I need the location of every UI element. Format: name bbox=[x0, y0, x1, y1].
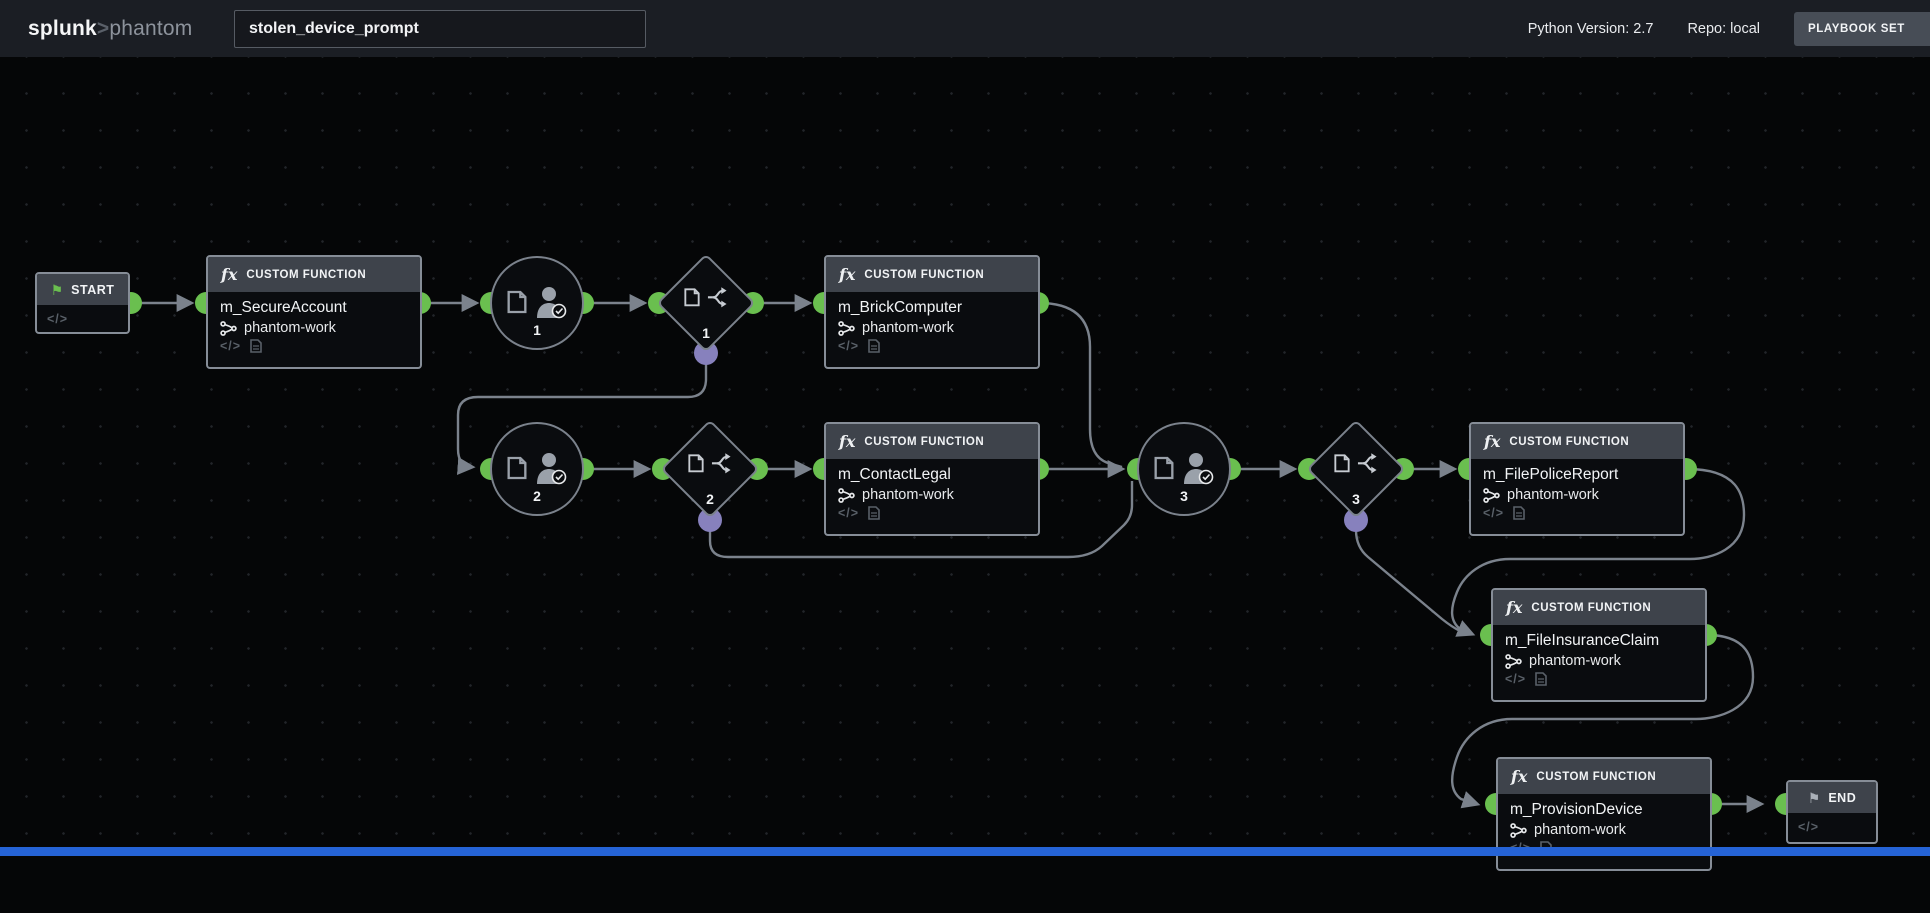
branch-split-icon bbox=[1356, 453, 1379, 474]
custom-function-header: CUSTOM FUNCTION bbox=[1536, 771, 1656, 783]
prompt-node-1[interactable]: 1 bbox=[490, 256, 584, 350]
playbook-canvas[interactable]: ⚑ START </> fx CUSTOM FUNCTION m_SecureA… bbox=[0, 57, 1930, 848]
fx-icon: fx bbox=[1511, 767, 1527, 786]
code-icon: </> bbox=[220, 339, 241, 353]
branch-split-icon bbox=[710, 453, 733, 474]
custom-function-header: CUSTOM FUNCTION bbox=[246, 269, 366, 281]
document-icon bbox=[507, 456, 527, 480]
decision-node-3[interactable]: 3 bbox=[1307, 420, 1406, 519]
repo-icon bbox=[838, 321, 855, 336]
playbook-settings-button[interactable]: PLAYBOOK SET bbox=[1794, 12, 1930, 46]
repo-icon bbox=[220, 321, 237, 336]
top-toolbar: splunk>phantom Python Version: 2.7 Repo:… bbox=[0, 0, 1930, 57]
end-node[interactable]: ⚑ END </> bbox=[1786, 780, 1878, 844]
document-icon bbox=[1154, 456, 1174, 480]
prompt-number: 3 bbox=[1139, 488, 1229, 504]
repo-name: phantom-work bbox=[1529, 653, 1621, 669]
end-flag-icon: ⚑ bbox=[1808, 791, 1821, 805]
bottom-accent-strip bbox=[0, 847, 1930, 856]
function-name: m_BrickComputer bbox=[838, 299, 1026, 317]
function-name: m_FilePoliceReport bbox=[1483, 466, 1671, 484]
document-icon bbox=[1334, 454, 1350, 473]
user-approval-icon bbox=[534, 450, 568, 486]
note-icon bbox=[1535, 672, 1547, 686]
repo-name: phantom-work bbox=[862, 487, 954, 503]
document-icon bbox=[684, 288, 700, 307]
repo-icon bbox=[1505, 654, 1522, 669]
note-icon bbox=[868, 506, 880, 520]
decision-number: 1 bbox=[657, 325, 755, 341]
repo-label: Repo: local bbox=[1687, 21, 1760, 37]
custom-function-header: CUSTOM FUNCTION bbox=[864, 269, 984, 281]
start-node[interactable]: ⚑ START </> bbox=[35, 272, 130, 334]
repo-icon bbox=[1483, 488, 1500, 503]
python-version-label: Python Version: 2.7 bbox=[1528, 21, 1654, 37]
decision-number: 2 bbox=[661, 491, 759, 507]
repo-name: phantom-work bbox=[1507, 487, 1599, 503]
logo-splunk: splunk bbox=[28, 17, 97, 40]
repo-name: phantom-work bbox=[1534, 822, 1626, 838]
code-icon: </> bbox=[1798, 820, 1819, 834]
function-name: m_SecureAccount bbox=[220, 299, 408, 317]
note-icon bbox=[1513, 506, 1525, 520]
repo-icon bbox=[838, 488, 855, 503]
repo-name: phantom-work bbox=[862, 320, 954, 336]
document-icon bbox=[507, 290, 527, 314]
playbook-name-input[interactable] bbox=[234, 10, 646, 48]
repo-icon bbox=[1510, 823, 1527, 838]
function-name: m_ProvisionDevice bbox=[1510, 801, 1698, 819]
custom-function-m-fileinsuranceclaim[interactable]: fx CUSTOM FUNCTION m_FileInsuranceClaim … bbox=[1491, 588, 1707, 702]
note-icon bbox=[250, 339, 262, 353]
decision-node-1[interactable]: 1 bbox=[657, 254, 756, 353]
logo-gt: > bbox=[97, 17, 109, 40]
decision-node-2[interactable]: 2 bbox=[661, 420, 760, 519]
custom-function-m-contactlegal[interactable]: fx CUSTOM FUNCTION m_ContactLegal phanto… bbox=[824, 422, 1040, 536]
code-icon: </> bbox=[838, 506, 859, 520]
prompt-number: 2 bbox=[492, 488, 582, 504]
start-label: START bbox=[71, 283, 114, 297]
end-label: END bbox=[1828, 791, 1856, 805]
code-icon: </> bbox=[47, 312, 68, 326]
repo-name: phantom-work bbox=[244, 320, 336, 336]
splunk-phantom-logo: splunk>phantom bbox=[28, 17, 192, 41]
code-icon: </> bbox=[838, 339, 859, 353]
custom-function-header: CUSTOM FUNCTION bbox=[1509, 436, 1629, 448]
prompt-number: 1 bbox=[492, 322, 582, 338]
custom-function-m-secureaccount[interactable]: fx CUSTOM FUNCTION m_SecureAccount phant… bbox=[206, 255, 422, 369]
code-icon: </> bbox=[1505, 672, 1526, 686]
logo-phantom: phantom bbox=[109, 17, 192, 40]
fx-icon: fx bbox=[1484, 432, 1500, 451]
custom-function-m-brickcomputer[interactable]: fx CUSTOM FUNCTION m_BrickComputer phant… bbox=[824, 255, 1040, 369]
function-name: m_FileInsuranceClaim bbox=[1505, 632, 1693, 650]
prompt-node-3[interactable]: 3 bbox=[1137, 422, 1231, 516]
branch-split-icon bbox=[706, 287, 729, 308]
user-approval-icon bbox=[1181, 450, 1215, 486]
code-icon: </> bbox=[1483, 506, 1504, 520]
custom-function-header: CUSTOM FUNCTION bbox=[864, 436, 984, 448]
decision-number: 3 bbox=[1307, 491, 1405, 507]
prompt-node-2[interactable]: 2 bbox=[490, 422, 584, 516]
fx-icon: fx bbox=[839, 265, 855, 284]
fx-icon: fx bbox=[1506, 598, 1522, 617]
function-name: m_ContactLegal bbox=[838, 466, 1026, 484]
document-icon bbox=[688, 454, 704, 473]
fx-icon: fx bbox=[221, 265, 237, 284]
user-approval-icon bbox=[534, 284, 568, 320]
fx-icon: fx bbox=[839, 432, 855, 451]
start-flag-icon: ⚑ bbox=[51, 283, 64, 297]
note-icon bbox=[868, 339, 880, 353]
custom-function-header: CUSTOM FUNCTION bbox=[1531, 602, 1651, 614]
custom-function-m-filepolicereport[interactable]: fx CUSTOM FUNCTION m_FilePoliceReport ph… bbox=[1469, 422, 1685, 536]
connector-ports bbox=[120, 292, 1797, 815]
